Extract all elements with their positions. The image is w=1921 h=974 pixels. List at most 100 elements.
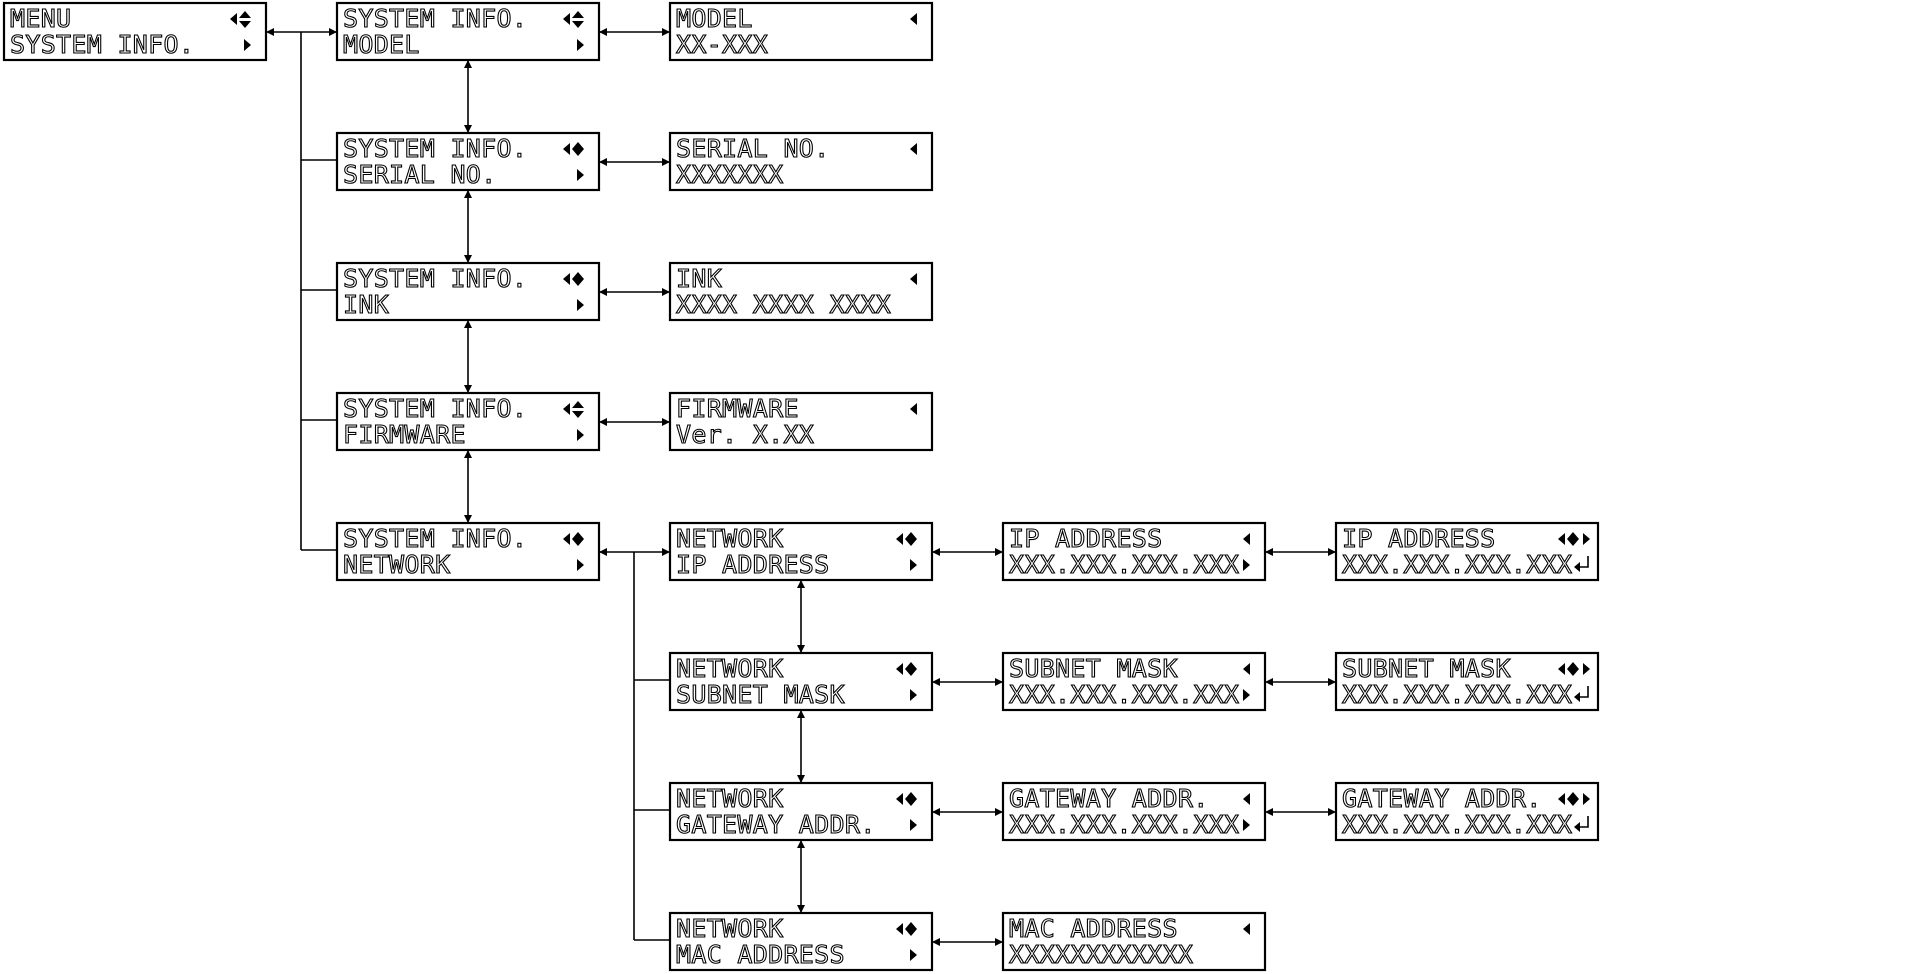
right-arrow-icon: [577, 39, 584, 51]
connector-lines: [266, 28, 1336, 946]
lcd-screens: MENU SYSTEM INFO. SYSTEM INFO. MODEL SYS…: [2, 1, 1600, 972]
left-diamond-icon: [896, 792, 917, 806]
screen-gateway-edit-line1: GATEWAY ADDR.: [1342, 784, 1542, 813]
screen-system-info-firmware-line1: SYSTEM INFO.: [343, 394, 527, 423]
screen-serial-value-line1: SERIAL NO.: [676, 134, 830, 163]
screen-firmware-value-line2: Ver. X.XX: [676, 420, 814, 449]
screen-firmware-value-line1: FIRMWARE: [676, 394, 799, 423]
screen-subnet-view-line1: SUBNET MASK: [1009, 654, 1178, 683]
screen-menu-line2: SYSTEM INFO.: [10, 30, 194, 59]
screen-serial-value: SERIAL NO. XXXXXXX: [668, 131, 934, 192]
left-diamond-right-icon: [1558, 532, 1590, 546]
screen-system-info-model: SYSTEM INFO. MODEL: [335, 1, 601, 62]
screen-network-gateway-line1: NETWORK: [676, 784, 783, 813]
left-diamond-icon: [896, 532, 917, 546]
left-arrow-icon: [910, 13, 917, 25]
screen-ip-edit-line2: XXX.XXX.XXX.XXX: [1342, 550, 1572, 579]
screen-system-info-serial-line1: SYSTEM INFO.: [343, 134, 527, 163]
screen-network-ip: NETWORK IP ADDRESS: [668, 521, 934, 582]
screen-mac-view-line1: MAC ADDRESS: [1009, 914, 1178, 943]
screen-system-info-network-line2: NETWORK: [343, 550, 450, 579]
screen-system-info-ink: SYSTEM INFO. INK: [335, 261, 601, 322]
screen-ip-view-line1: IP ADDRESS: [1009, 524, 1163, 553]
screen-ip-view: IP ADDRESS XXX.XXX.XXX.XXX: [1001, 521, 1267, 582]
screen-subnet-edit: SUBNET MASK XXX.XXX.XXX.XXX: [1334, 651, 1600, 712]
screen-subnet-view-line2: XXX.XXX.XXX.XXX: [1009, 680, 1239, 709]
screen-system-info-firmware-line2: FIRMWARE: [343, 420, 466, 449]
screen-system-info-serial-line2: SERIAL NO.: [343, 160, 497, 189]
enter-icon: [1574, 686, 1589, 702]
screen-network-mac-line2: MAC ADDRESS: [676, 940, 845, 969]
right-arrow-icon: [1243, 689, 1250, 701]
left-arrow-icon: [1243, 663, 1250, 675]
left-arrow-icon: [910, 403, 917, 415]
left-diamond-right-icon: [1558, 792, 1590, 806]
screen-ip-edit-line1: IP ADDRESS: [1342, 524, 1496, 553]
left-diamond-icon: [896, 922, 917, 936]
screen-network-subnet-line1: NETWORK: [676, 654, 783, 683]
screen-system-info-ink-line1: SYSTEM INFO.: [343, 264, 527, 293]
right-arrow-icon: [910, 949, 917, 961]
screen-network-ip-line1: NETWORK: [676, 524, 783, 553]
right-arrow-icon: [244, 39, 251, 51]
screen-network-ip-line2: IP ADDRESS: [676, 550, 830, 579]
screen-network-mac: NETWORK MAC ADDRESS: [668, 911, 934, 972]
screen-gateway-view-line2: XXX.XXX.XXX.XXX: [1009, 810, 1239, 839]
right-arrow-icon: [910, 819, 917, 831]
right-arrow-icon: [577, 169, 584, 181]
screen-network-subnet: NETWORK SUBNET MASK: [668, 651, 934, 712]
screen-ink-value-line2: XXXX XXXX XXXX: [676, 290, 891, 319]
left-diamond-icon: [563, 532, 584, 546]
screen-model-value: MODEL XX-XXX: [668, 1, 934, 62]
screen-system-info-firmware: SYSTEM INFO. FIRMWARE: [335, 391, 601, 452]
screen-subnet-edit-line2: XXX.XXX.XXX.XXX: [1342, 680, 1572, 709]
right-arrow-icon: [1243, 559, 1250, 571]
left-updown-icon: [230, 11, 251, 28]
left-diamond-icon: [563, 272, 584, 286]
screen-network-gateway-line2: GATEWAY ADDR.: [676, 810, 876, 839]
right-arrow-icon: [910, 559, 917, 571]
left-arrow-icon: [1243, 793, 1250, 805]
left-arrow-icon: [1243, 923, 1250, 935]
screen-system-info-network: SYSTEM INFO. NETWORK: [335, 521, 601, 582]
screen-menu: MENU SYSTEM INFO.: [2, 1, 268, 62]
screen-menu-line1: MENU: [10, 4, 71, 33]
screen-model-value-line1: MODEL: [676, 4, 753, 33]
right-arrow-icon: [577, 429, 584, 441]
screen-network-gateway: NETWORK GATEWAY ADDR.: [668, 781, 934, 842]
right-arrow-icon: [910, 689, 917, 701]
right-arrow-icon: [577, 559, 584, 571]
screen-system-info-network-line1: SYSTEM INFO.: [343, 524, 527, 553]
screen-ip-edit: IP ADDRESS XXX.XXX.XXX.XXX: [1334, 521, 1600, 582]
screen-system-info-model-line1: SYSTEM INFO.: [343, 4, 527, 33]
enter-icon: [1574, 816, 1589, 832]
screen-system-info-model-line2: MODEL: [343, 30, 420, 59]
left-updown-icon: [563, 401, 584, 418]
screen-subnet-view: SUBNET MASK XXX.XXX.XXX.XXX: [1001, 651, 1267, 712]
left-arrow-icon: [1243, 533, 1250, 545]
screen-gateway-view: GATEWAY ADDR. XXX.XXX.XXX.XXX: [1001, 781, 1267, 842]
screen-gateway-edit-line2: XXX.XXX.XXX.XXX: [1342, 810, 1572, 839]
left-arrow-icon: [910, 143, 917, 155]
left-arrow-icon: [910, 273, 917, 285]
right-arrow-icon: [1243, 819, 1250, 831]
screen-network-mac-line1: NETWORK: [676, 914, 783, 943]
left-diamond-icon: [563, 142, 584, 156]
screen-serial-value-line2: XXXXXXX: [676, 160, 783, 189]
left-diamond-icon: [896, 662, 917, 676]
screen-system-info-ink-line2: INK: [343, 290, 389, 319]
screen-model-value-line2: XX-XXX: [676, 30, 768, 59]
left-updown-icon: [563, 11, 584, 28]
screen-gateway-edit: GATEWAY ADDR. XXX.XXX.XXX.XXX: [1334, 781, 1600, 842]
screen-mac-view-line2: XXXXXXXXXXXX: [1009, 940, 1193, 969]
screen-ink-value: INK XXXX XXXX XXXX: [668, 261, 934, 322]
screen-firmware-value: FIRMWARE Ver. X.XX: [668, 391, 934, 452]
enter-icon: [1574, 556, 1589, 572]
screen-ip-view-line2: XXX.XXX.XXX.XXX: [1009, 550, 1239, 579]
right-arrow-icon: [577, 299, 584, 311]
screen-network-subnet-line2: SUBNET MASK: [676, 680, 845, 709]
screen-system-info-serial: SYSTEM INFO. SERIAL NO.: [335, 131, 601, 192]
screen-ink-value-line1: INK: [676, 264, 722, 293]
screen-mac-view: MAC ADDRESS XXXXXXXXXXXX: [1001, 911, 1267, 972]
